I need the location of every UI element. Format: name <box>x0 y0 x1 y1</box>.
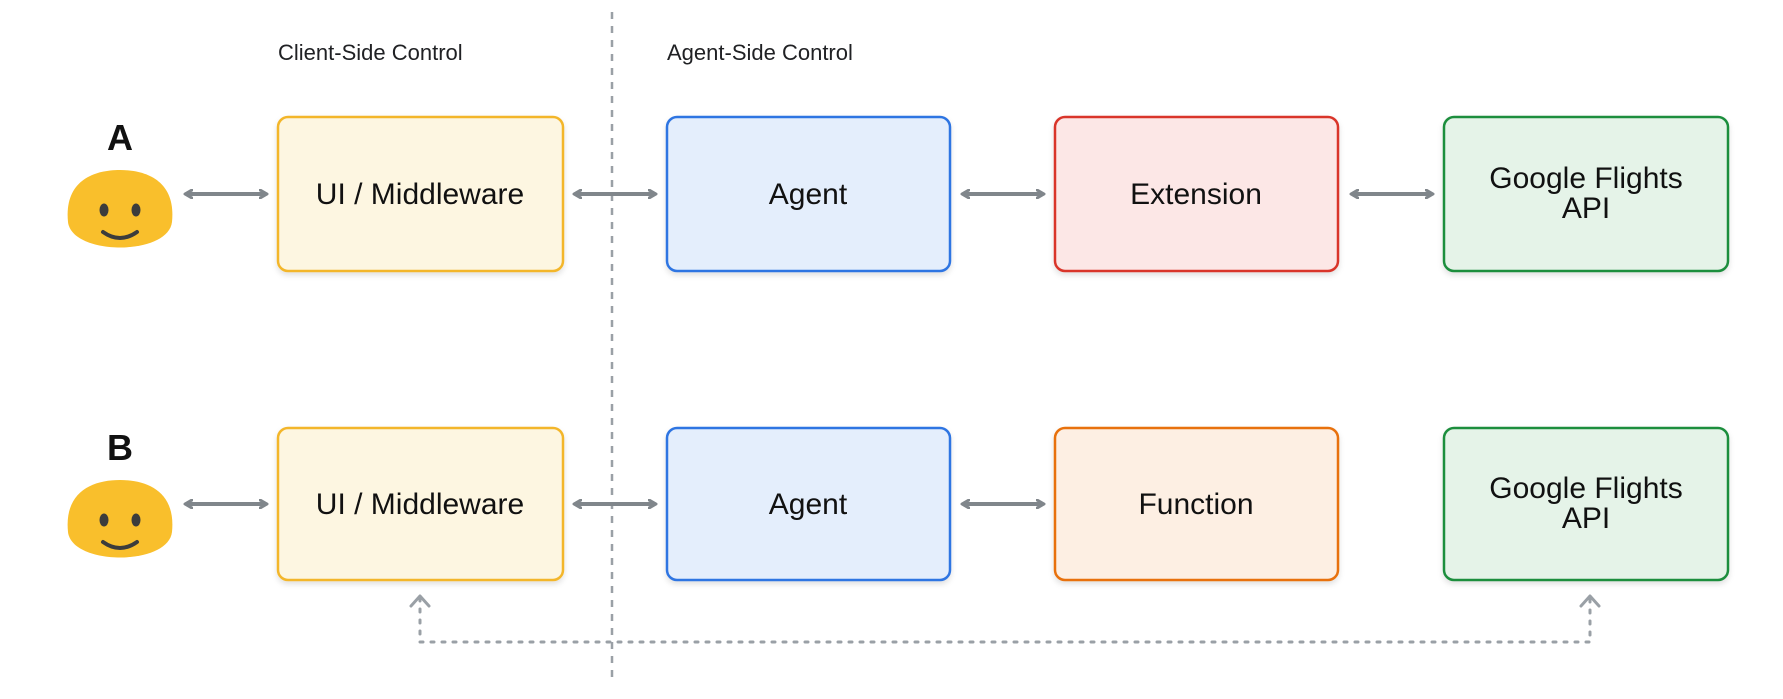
extension-label: Extension <box>1130 178 1262 211</box>
row-letter: B <box>107 427 133 468</box>
dotted-arrowhead-ui <box>409 594 431 608</box>
agent-side-label: Agent-Side Control <box>667 40 853 65</box>
api-label-line-1: Google Flights <box>1489 472 1682 505</box>
api-label-line-2: API <box>1562 192 1610 225</box>
function-box: Function <box>1053 426 1340 582</box>
user-smiling-face-icon <box>67 170 173 248</box>
dotted-arrowhead-api <box>1579 594 1601 608</box>
function-label: Function <box>1138 488 1253 521</box>
agent-box: Agent <box>665 426 952 582</box>
agent-label: Agent <box>769 178 848 211</box>
api-label-line-1: Google Flights <box>1489 162 1682 195</box>
extension-box: Extension <box>1053 115 1340 273</box>
google-flights-api-box: Google Flights API <box>1442 426 1730 582</box>
api-label-line-2: API <box>1562 502 1610 535</box>
ui-middleware-box: UI / Middleware <box>276 426 565 582</box>
client-side-api-call-path <box>409 594 1601 644</box>
row-a: A UI / Middleware Agent Extension Google… <box>67 115 1730 273</box>
row-letter: A <box>107 117 133 158</box>
agent-label: Agent <box>769 488 848 521</box>
ui-middleware-box: UI / Middleware <box>276 115 565 273</box>
row-b: B UI / Middleware Agent Function Google … <box>67 426 1730 644</box>
google-flights-api-box: Google Flights API <box>1442 115 1730 273</box>
ui-middleware-label: UI / Middleware <box>316 178 524 211</box>
client-side-label: Client-Side Control <box>278 40 463 65</box>
agent-box: Agent <box>665 115 952 273</box>
ui-middleware-label: UI / Middleware <box>316 488 524 521</box>
user-smiling-face-icon <box>67 480 173 558</box>
